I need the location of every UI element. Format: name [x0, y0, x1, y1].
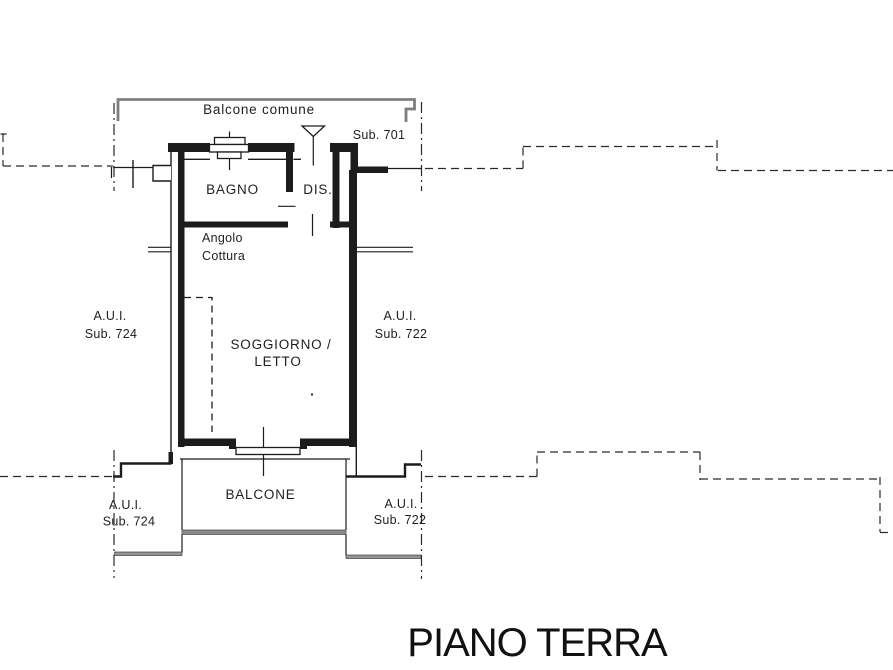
wall-top-right-corner [350, 143, 358, 173]
boundary-top-right [388, 102, 893, 191]
boundary-step-bottom-right [346, 463, 421, 478]
wall-top-mid-segment [248, 143, 295, 152]
aui-label-bottom-right: A.U.I. [384, 497, 417, 511]
boundary-bottom [0, 450, 893, 579]
window-bottom-sill [235, 446, 301, 456]
common-balcony-outline [116, 98, 416, 122]
window-bottom [235, 427, 301, 476]
wall-bagno-floor-left [178, 221, 288, 228]
wall-right-inner [349, 170, 357, 447]
boundary-dashed-right-top [425, 140, 893, 172]
aui-label-mid-left: A.U.I. [93, 309, 126, 323]
wall-bottom-left [178, 438, 236, 446]
entrance-triangle-icon [300, 125, 327, 138]
room-label-angolo: Angolo [202, 231, 243, 245]
wall-bottom-right [300, 438, 349, 446]
sub-701-label: Sub. 701 [353, 128, 405, 142]
window-jamb-right [300, 443, 307, 449]
wall-top-right-segment [330, 143, 358, 152]
aui-label-bottom-left: A.U.I. [109, 498, 142, 512]
room-label-dis: DIS. [303, 182, 332, 197]
wall-top-left-segment [168, 143, 210, 152]
balcony-railing [181, 529, 347, 535]
party-wall-stub-right [356, 246, 413, 253]
strip-bottom-left [114, 551, 183, 556]
room-label-soggiorno: SOGGIORNO / [230, 337, 331, 352]
stray-dot [310, 393, 314, 396]
sub-722-label-bottom-right: Sub. 722 [374, 513, 426, 527]
wall-right-step [357, 166, 388, 173]
room-label-balcone: BALCONE [225, 487, 295, 502]
entrance [300, 125, 327, 166]
pilaster-top-left [152, 164, 171, 182]
wall-bagno-floor-right [330, 221, 349, 228]
partition-dashed-line [184, 296, 213, 432]
window-jamb-left [229, 443, 236, 449]
window-top-outer [213, 136, 246, 146]
window-top-frame [208, 143, 250, 153]
labels: Balcone comune Sub. 701 BAGNO DIS. Angol… [85, 102, 669, 665]
window-top-sill [216, 151, 242, 160]
wall-dis-right [332, 152, 340, 228]
room-label-bagno: BAGNO [206, 182, 259, 197]
boundary-top-left [0, 103, 153, 191]
unit-walls [148, 143, 413, 477]
boundary-step-bottom-left [113, 462, 172, 478]
strip-bottom-right [345, 554, 422, 559]
sub-724-label-mid-left: Sub. 724 [85, 327, 137, 341]
boundary-dashed-bottom-right [425, 451, 893, 534]
aui-label-mid-right: A.U.I. [383, 309, 416, 323]
partition-bagno-dis [286, 152, 293, 192]
corner-bottom-left [168, 452, 173, 464]
window-top [208, 131, 250, 170]
common-balcony-label: Balcone comune [203, 102, 315, 117]
wall-left-inner [178, 152, 185, 447]
sub-722-label-mid-right: Sub. 722 [375, 327, 427, 341]
room-label-cottura: Cottura [202, 249, 245, 263]
party-wall-stub-left [148, 246, 171, 253]
floor-title: PIANO TERRA [407, 621, 668, 665]
balcony [180, 458, 350, 556]
common-balcony [116, 98, 416, 122]
room-label-letto: LETTO [254, 354, 301, 369]
sub-724-label-bottom-left: Sub. 724 [103, 515, 155, 529]
soggiorno-partition [184, 296, 314, 432]
